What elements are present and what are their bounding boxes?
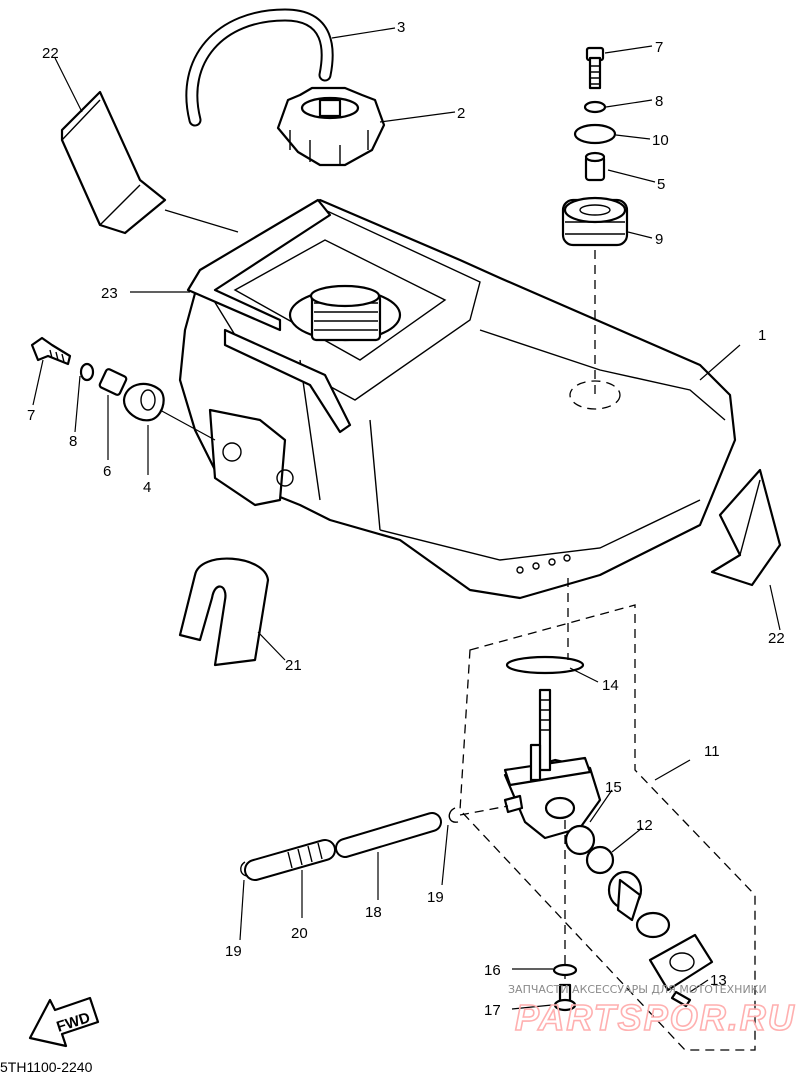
fuel-cock-gasket xyxy=(564,824,596,856)
fuel-filter xyxy=(244,839,336,881)
front-grommet xyxy=(122,382,165,422)
fwd-arrow-icon: FWD xyxy=(28,996,100,1048)
rear-collar xyxy=(584,151,606,182)
callout-11: 11 xyxy=(704,743,720,760)
callout-23: 23 xyxy=(101,285,118,302)
callout-6: 6 xyxy=(103,463,111,480)
leader-lines xyxy=(32,27,781,1010)
callout-16: 16 xyxy=(484,962,501,979)
callout-22-left: 22 xyxy=(42,45,59,62)
front-bolt xyxy=(30,336,72,366)
watermark: ЗАПЧАСТИ АКСЕССУАРЫ ДЛЯ МОТОТЕХНИКИ PART… xyxy=(508,983,796,1039)
damper-pad-left xyxy=(60,90,167,235)
callout-5: 5 xyxy=(657,176,665,193)
fuel-cock-lever xyxy=(607,870,643,922)
callout-4: 4 xyxy=(143,479,151,496)
callout-14: 14 xyxy=(602,677,619,694)
callout-17: 17 xyxy=(484,1002,501,1019)
callout-22-right: 22 xyxy=(768,630,785,647)
front-collar xyxy=(98,368,128,396)
rear-plate-washer xyxy=(573,123,617,145)
watermark-caption: ЗАПЧАСТИ АКСЕССУАРЫ ДЛЯ МОТОТЕХНИКИ xyxy=(508,983,767,996)
o-ring xyxy=(505,655,585,675)
tank-bracket xyxy=(186,198,332,332)
callout-18: 18 xyxy=(365,904,382,921)
callout-12: 12 xyxy=(636,817,653,834)
callout-19-left: 19 xyxy=(225,943,242,960)
fuel-cock-cover-plate xyxy=(648,933,714,992)
callout-3: 3 xyxy=(397,19,405,36)
callout-21: 21 xyxy=(285,657,302,674)
breather-hose xyxy=(185,8,334,127)
callout-1: 1 xyxy=(758,327,766,344)
callout-13: 13 xyxy=(710,972,727,989)
callout-19-right: 19 xyxy=(427,889,444,906)
callout-10: 10 xyxy=(652,132,669,149)
callout-8-rear: 8 xyxy=(655,93,663,110)
hose-clip-left xyxy=(240,861,249,877)
callout-7-front: 7 xyxy=(27,407,35,424)
callout-labels: 1 2 3 4 5 6 7 7 8 8 9 10 11 12 13 14 15 … xyxy=(27,19,785,1019)
watermark-brand: PARTSPOR.RU xyxy=(515,997,796,1038)
callout-15: 15 xyxy=(605,779,622,796)
fuel-cock-disc xyxy=(585,845,615,875)
hose-axis xyxy=(459,805,509,816)
fuel-hose xyxy=(335,812,442,858)
front-washer xyxy=(79,362,95,382)
screw-washer xyxy=(552,963,578,977)
u-clip xyxy=(178,557,270,667)
fuel-cock-screw xyxy=(670,990,692,1008)
fuel-cock-body xyxy=(503,688,602,840)
fuel-cap xyxy=(276,86,386,167)
callout-9: 9 xyxy=(655,231,663,248)
callout-20: 20 xyxy=(291,925,308,942)
callout-2: 2 xyxy=(457,105,465,122)
rear-damper xyxy=(561,196,629,247)
rear-washer xyxy=(583,100,607,114)
mount-screw xyxy=(553,983,577,1012)
damper-pad-right xyxy=(710,468,782,587)
fuel-tank xyxy=(178,198,737,600)
rear-bolt xyxy=(585,46,605,90)
diagram-code: 5TH1100-2240 xyxy=(0,1059,93,1075)
fuel-cock-seal xyxy=(635,911,671,939)
fuel-cock-group-outline xyxy=(459,604,756,1051)
front-mount-axis xyxy=(159,409,216,441)
callout-7-rear: 7 xyxy=(655,39,663,56)
callout-8-front: 8 xyxy=(69,433,77,450)
hose-clip-right xyxy=(448,807,459,823)
